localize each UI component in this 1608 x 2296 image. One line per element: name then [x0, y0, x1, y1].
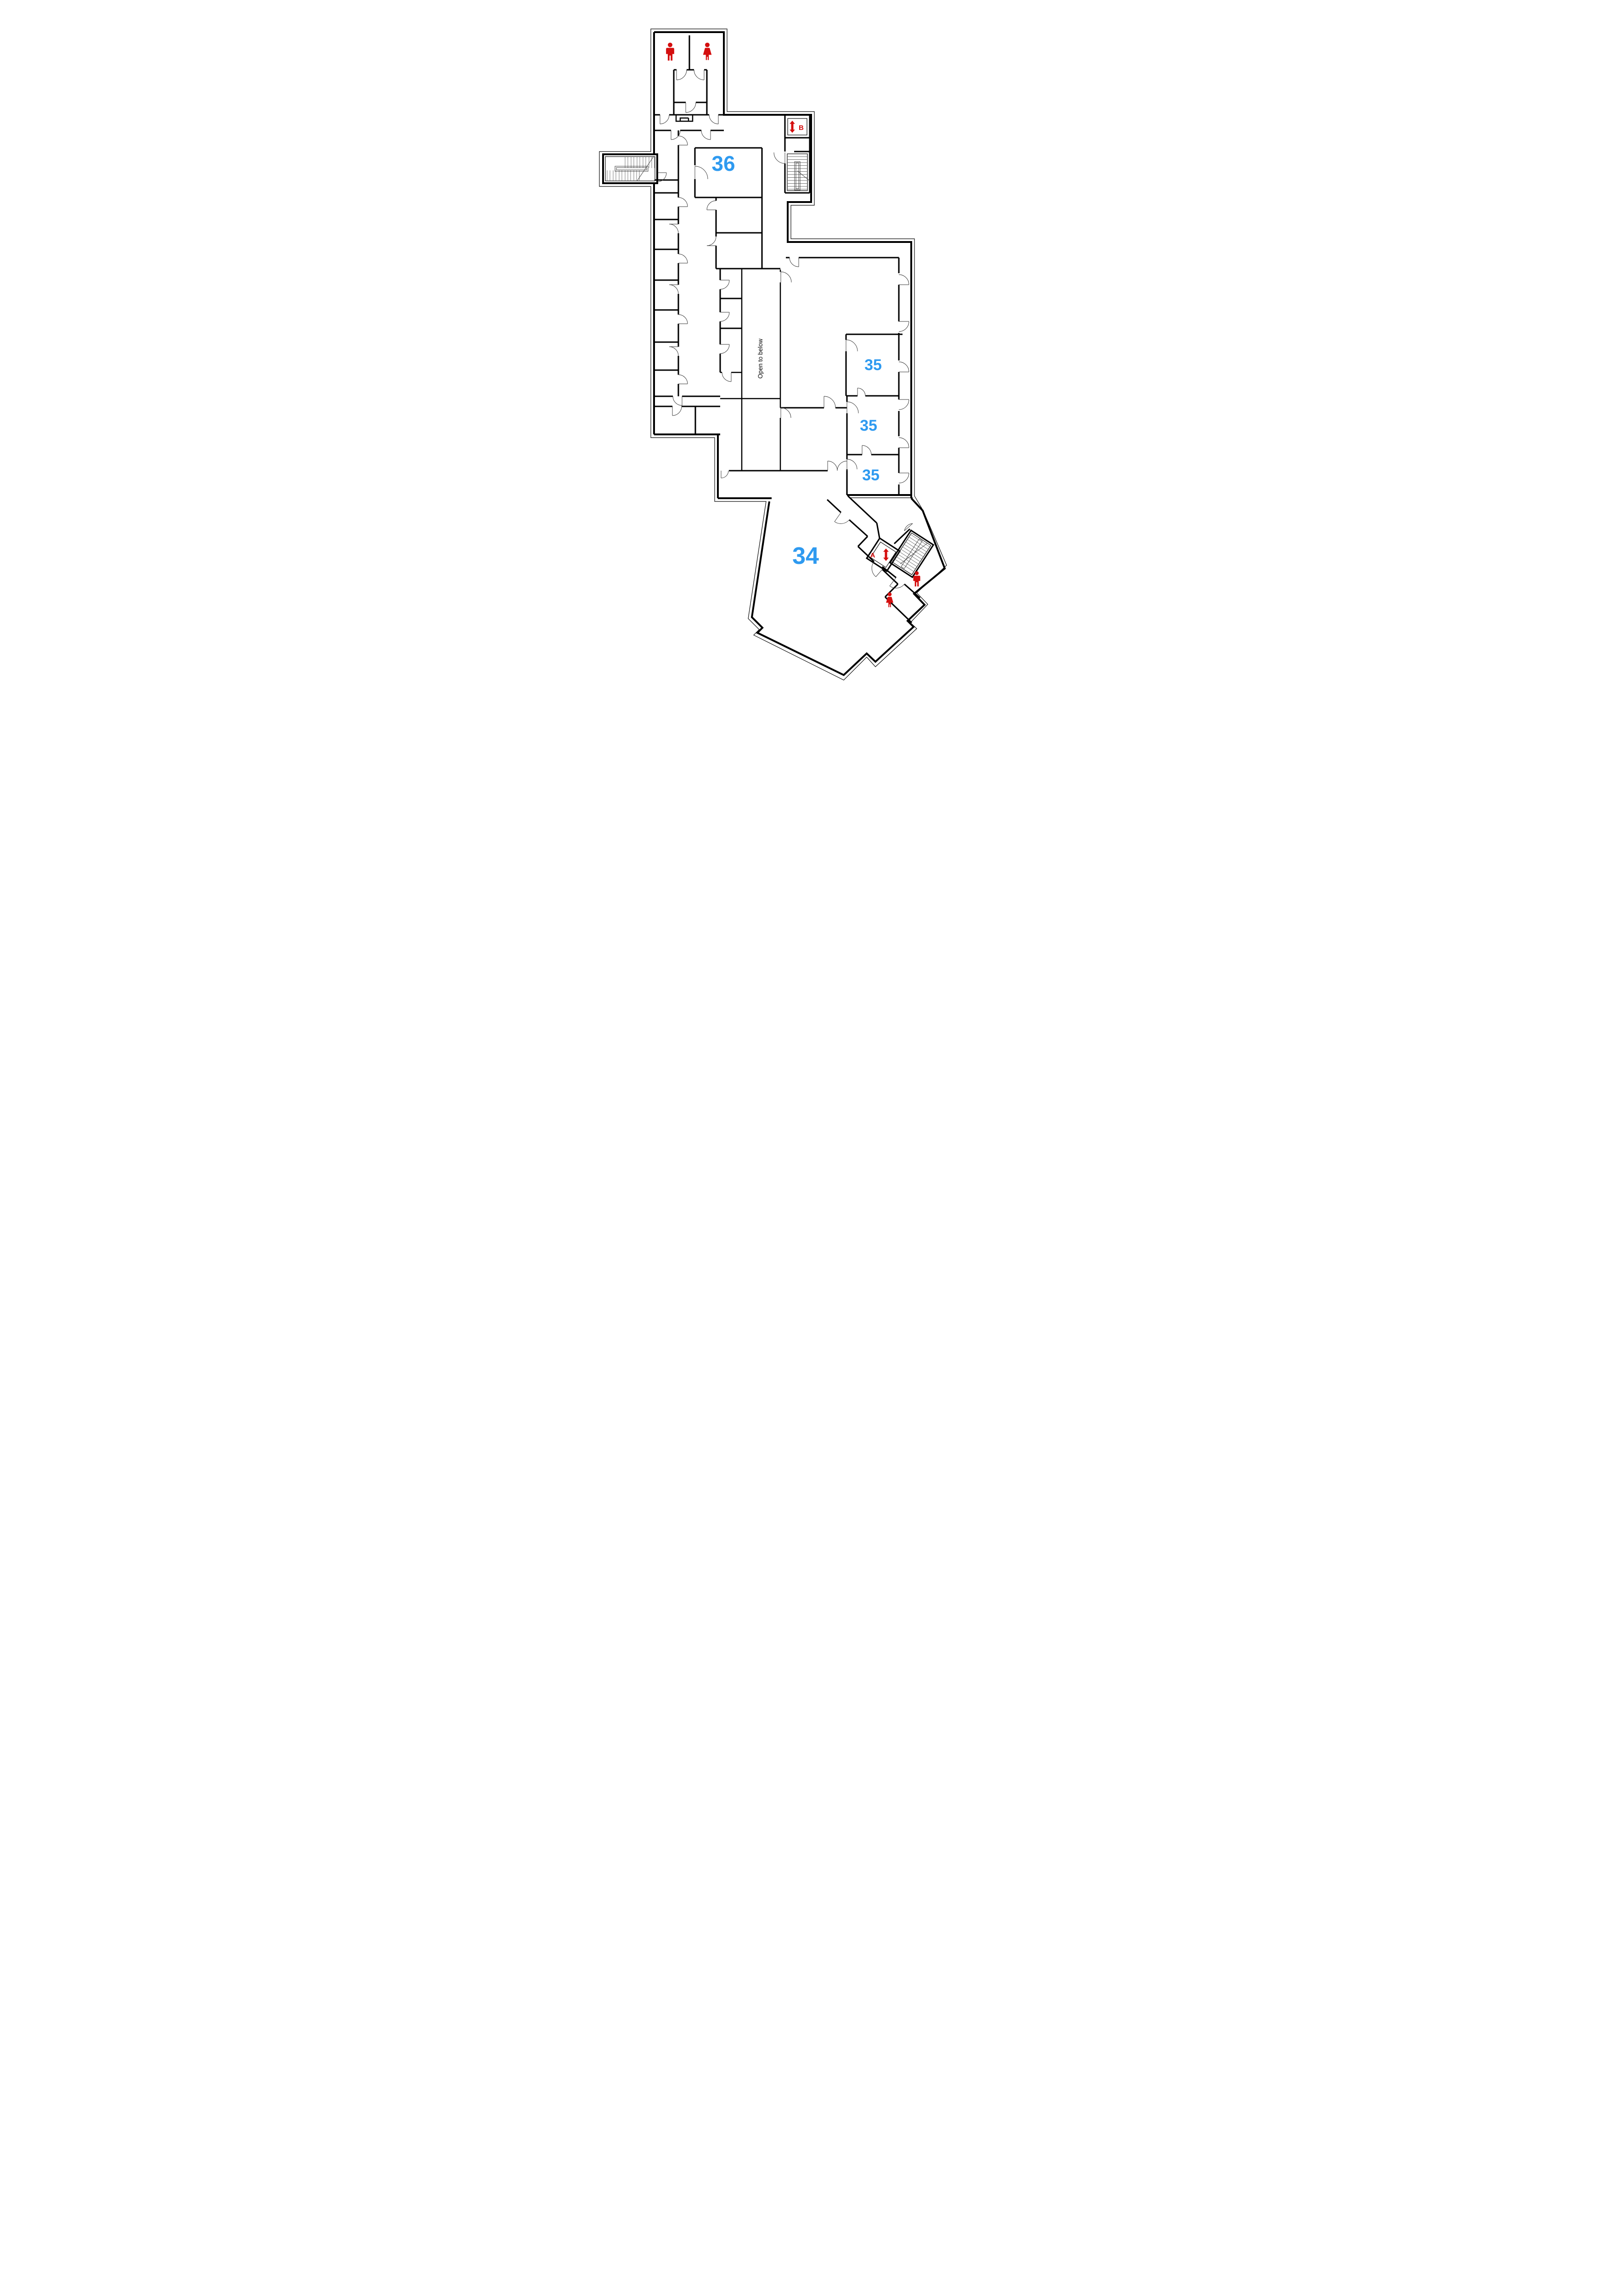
interior-walls-right-region [728, 257, 903, 495]
elevator-updown-arrow-icon [883, 548, 889, 561]
men-restroom-icon [666, 42, 674, 61]
atrium-open-to-below: Open to below [720, 268, 781, 471]
exterior-outline-thin [598, 28, 947, 681]
open-to-below-label: Open to below [757, 338, 764, 378]
floor-plan-page: B Open to below [569, 0, 1039, 730]
room-35-label: 35 [860, 417, 877, 434]
women-restroom-icon [703, 42, 711, 60]
door-arcs [657, 69, 913, 589]
wing-interior-walls [826, 495, 920, 624]
elevator-updown-arrow-icon [789, 120, 795, 133]
stairwell-left [602, 153, 658, 184]
elevator-b-shaft [787, 118, 807, 135]
restroom-block-walls [654, 35, 724, 131]
elevator-b-label: B [799, 124, 804, 132]
exterior-walls [653, 31, 946, 676]
closet-nook [675, 115, 693, 122]
room-35-label: 35 [862, 467, 880, 484]
room-labels: 36 35 35 35 34 [711, 152, 882, 569]
elevator-b-block: B [784, 116, 811, 194]
room-35-label: 35 [864, 356, 882, 374]
stairwell-b [784, 152, 811, 194]
room-36-label: 36 [711, 152, 735, 175]
stairwell-wing [889, 529, 934, 579]
elevator-a-label: A [870, 551, 875, 559]
room-34-label: 34 [792, 543, 819, 569]
floor-plan-canvas: B Open to below [569, 0, 1039, 730]
interior-walls-left-wing [654, 130, 780, 434]
